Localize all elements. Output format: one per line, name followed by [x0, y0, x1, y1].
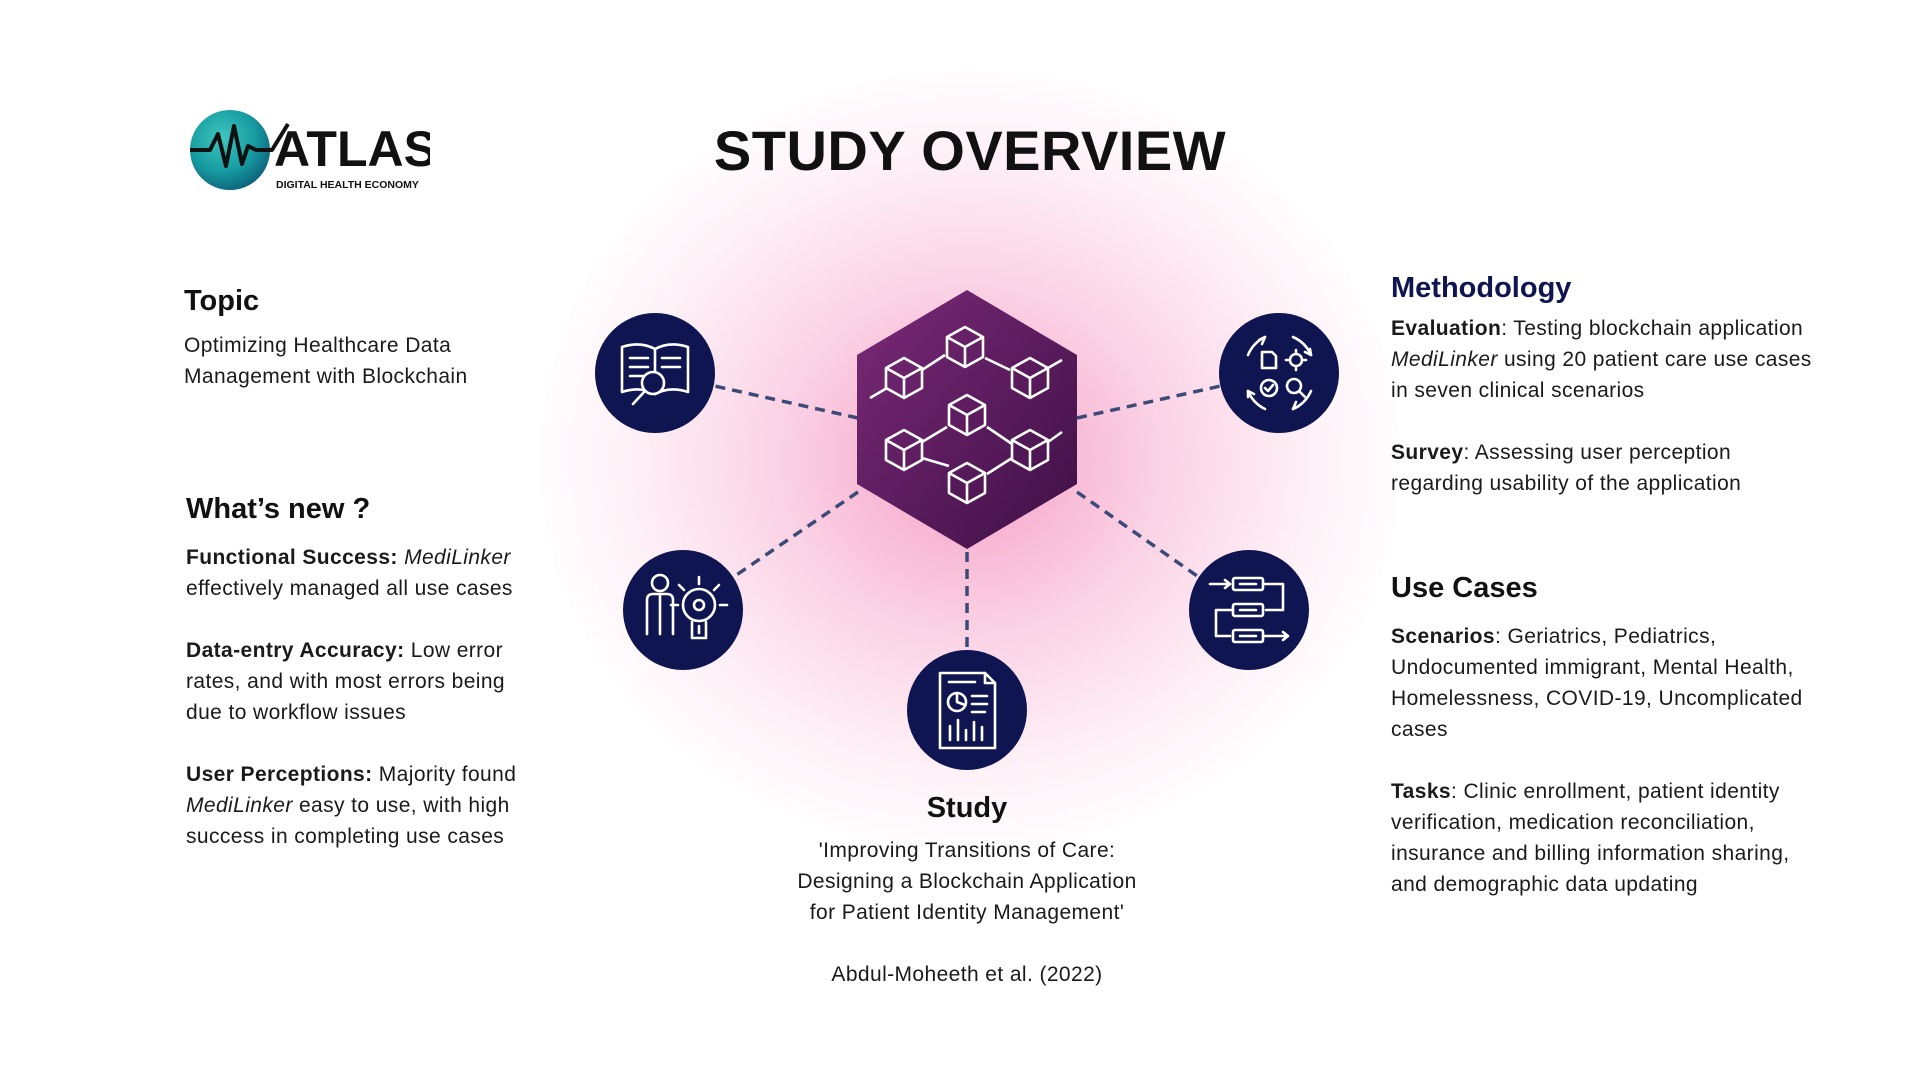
finding-functional-success: Functional Success: MediLinker effective…	[186, 542, 516, 604]
evaluation-line: : Testing blockchain application	[1501, 317, 1804, 340]
tasks-line: : Clinic enrollment, patient identity	[1451, 780, 1780, 803]
tasks-line: verification, medication reconciliation,	[1391, 811, 1755, 834]
scenarios-term: Scenarios	[1391, 625, 1495, 648]
finding-term: Functional Success:	[186, 546, 398, 569]
methodology-survey: Survey: Assessing user perception regard…	[1391, 437, 1812, 499]
connector-methodology	[1076, 383, 1226, 420]
methodology-evaluation: Evaluation: Testing blockchain applicati…	[1391, 313, 1812, 406]
study-node[interactable]	[907, 650, 1027, 770]
topic-text: Optimizing Healthcare Data Management wi…	[184, 330, 468, 392]
workflow-icon	[1208, 576, 1290, 644]
topic-section: Topic Optimizing Healthcare Data Managem…	[184, 285, 468, 392]
tasks-line: and demographic data updating	[1391, 873, 1698, 896]
use-cases-node[interactable]	[1189, 550, 1309, 670]
tasks-line: insurance and billing information sharin…	[1391, 842, 1790, 865]
topic-node[interactable]	[595, 313, 715, 433]
survey-line: : Assessing user perception	[1463, 441, 1732, 464]
use-cases-tasks: Tasks: Clinic enrollment, patient identi…	[1391, 776, 1803, 900]
evaluation-line: in seven clinical scenarios	[1391, 379, 1645, 402]
app-name: MediLinker	[186, 794, 293, 817]
finding-term: Data-entry Accuracy:	[186, 639, 405, 662]
methodology-section: Methodology Evaluation: Testing blockcha…	[1391, 272, 1812, 499]
connector-whats-new	[731, 490, 859, 580]
finding-user-perceptions: User Perceptions: Majority found MediLin…	[186, 759, 516, 852]
evaluation-term: Evaluation	[1391, 317, 1502, 340]
report-document-icon	[938, 671, 997, 750]
connector-topic	[709, 383, 859, 420]
methodology-heading: Methodology	[1391, 272, 1572, 304]
study-heading: Study	[926, 792, 1008, 824]
topic-line: Optimizing Healthcare Data	[184, 334, 452, 357]
topic-heading: Topic	[184, 285, 260, 317]
study-section: Study 'Improving Transitions of Care: De…	[717, 792, 1217, 990]
study-title: 'Improving Transitions of Care: Designin…	[717, 835, 1217, 928]
use-cases-heading: Use Cases	[1391, 572, 1538, 604]
finding-line: due to workflow issues	[186, 701, 407, 724]
page-title: STUDY OVERVIEW	[713, 119, 1227, 182]
finding-line: success in completing use cases	[186, 825, 505, 848]
finding-data-entry-accuracy: Data-entry Accuracy: Low error rates, an…	[186, 635, 516, 728]
scenarios-line: : Geriatrics, Pediatrics,	[1495, 625, 1717, 648]
survey-line: regarding usability of the application	[1391, 472, 1742, 495]
study-citation: Abdul-Moheeth et al. (2022)	[831, 963, 1103, 986]
finding-line: Majority found	[378, 763, 517, 786]
study-title-line: for Patient Identity Management'	[809, 901, 1125, 924]
atlas-logo: ATLAS DIGITAL HEALTH ECONOMY	[190, 108, 437, 192]
finding-line: easy to use, with high	[298, 794, 510, 817]
survey-term: Survey	[1391, 441, 1464, 464]
finding-line: rates, and with most errors being	[186, 670, 506, 693]
whats-new-section: What’s new ? Functional Success: MediLin…	[186, 493, 516, 852]
tasks-term: Tasks	[1391, 780, 1451, 803]
finding-line: effectively managed all use cases	[186, 577, 513, 600]
app-name: MediLinker	[404, 546, 511, 569]
whats-new-heading: What’s new ?	[186, 493, 371, 525]
scenarios-line: Homelessness, COVID-19, Uncomplicated	[1391, 687, 1803, 710]
finding-term: User Perceptions:	[186, 763, 373, 786]
blockchain-hexagon[interactable]	[857, 290, 1077, 549]
idea-person-icon	[645, 573, 729, 640]
logo-name: ATLAS	[274, 121, 430, 177]
study-title-line: 'Improving Transitions of Care:	[818, 839, 1116, 862]
logo-tagline: DIGITAL HEALTH ECONOMY	[276, 179, 419, 191]
topic-line: Management with Blockchain	[184, 365, 468, 388]
scenarios-line: cases	[1391, 718, 1448, 741]
study-title-line: Designing a Blockchain Application	[797, 870, 1137, 893]
app-name: MediLinker	[1391, 348, 1498, 371]
evaluation-line: using 20 patient care use cases	[1497, 348, 1812, 371]
use-cases-section: Use Cases Scenarios: Geriatrics, Pediatr…	[1391, 572, 1803, 900]
methodology-node[interactable]	[1219, 313, 1339, 433]
book-magnifier-icon	[620, 343, 690, 406]
whats-new-node[interactable]	[623, 550, 743, 670]
connector-use-cases	[1075, 490, 1202, 580]
methodology-cycle-icon	[1246, 335, 1313, 411]
blockchain-cubes-icon	[869, 325, 1063, 505]
scenarios-line: Undocumented immigrant, Mental Health,	[1391, 656, 1794, 679]
use-cases-scenarios: Scenarios: Geriatrics, Pediatrics, Undoc…	[1391, 621, 1803, 745]
finding-line: Low error	[410, 639, 504, 662]
